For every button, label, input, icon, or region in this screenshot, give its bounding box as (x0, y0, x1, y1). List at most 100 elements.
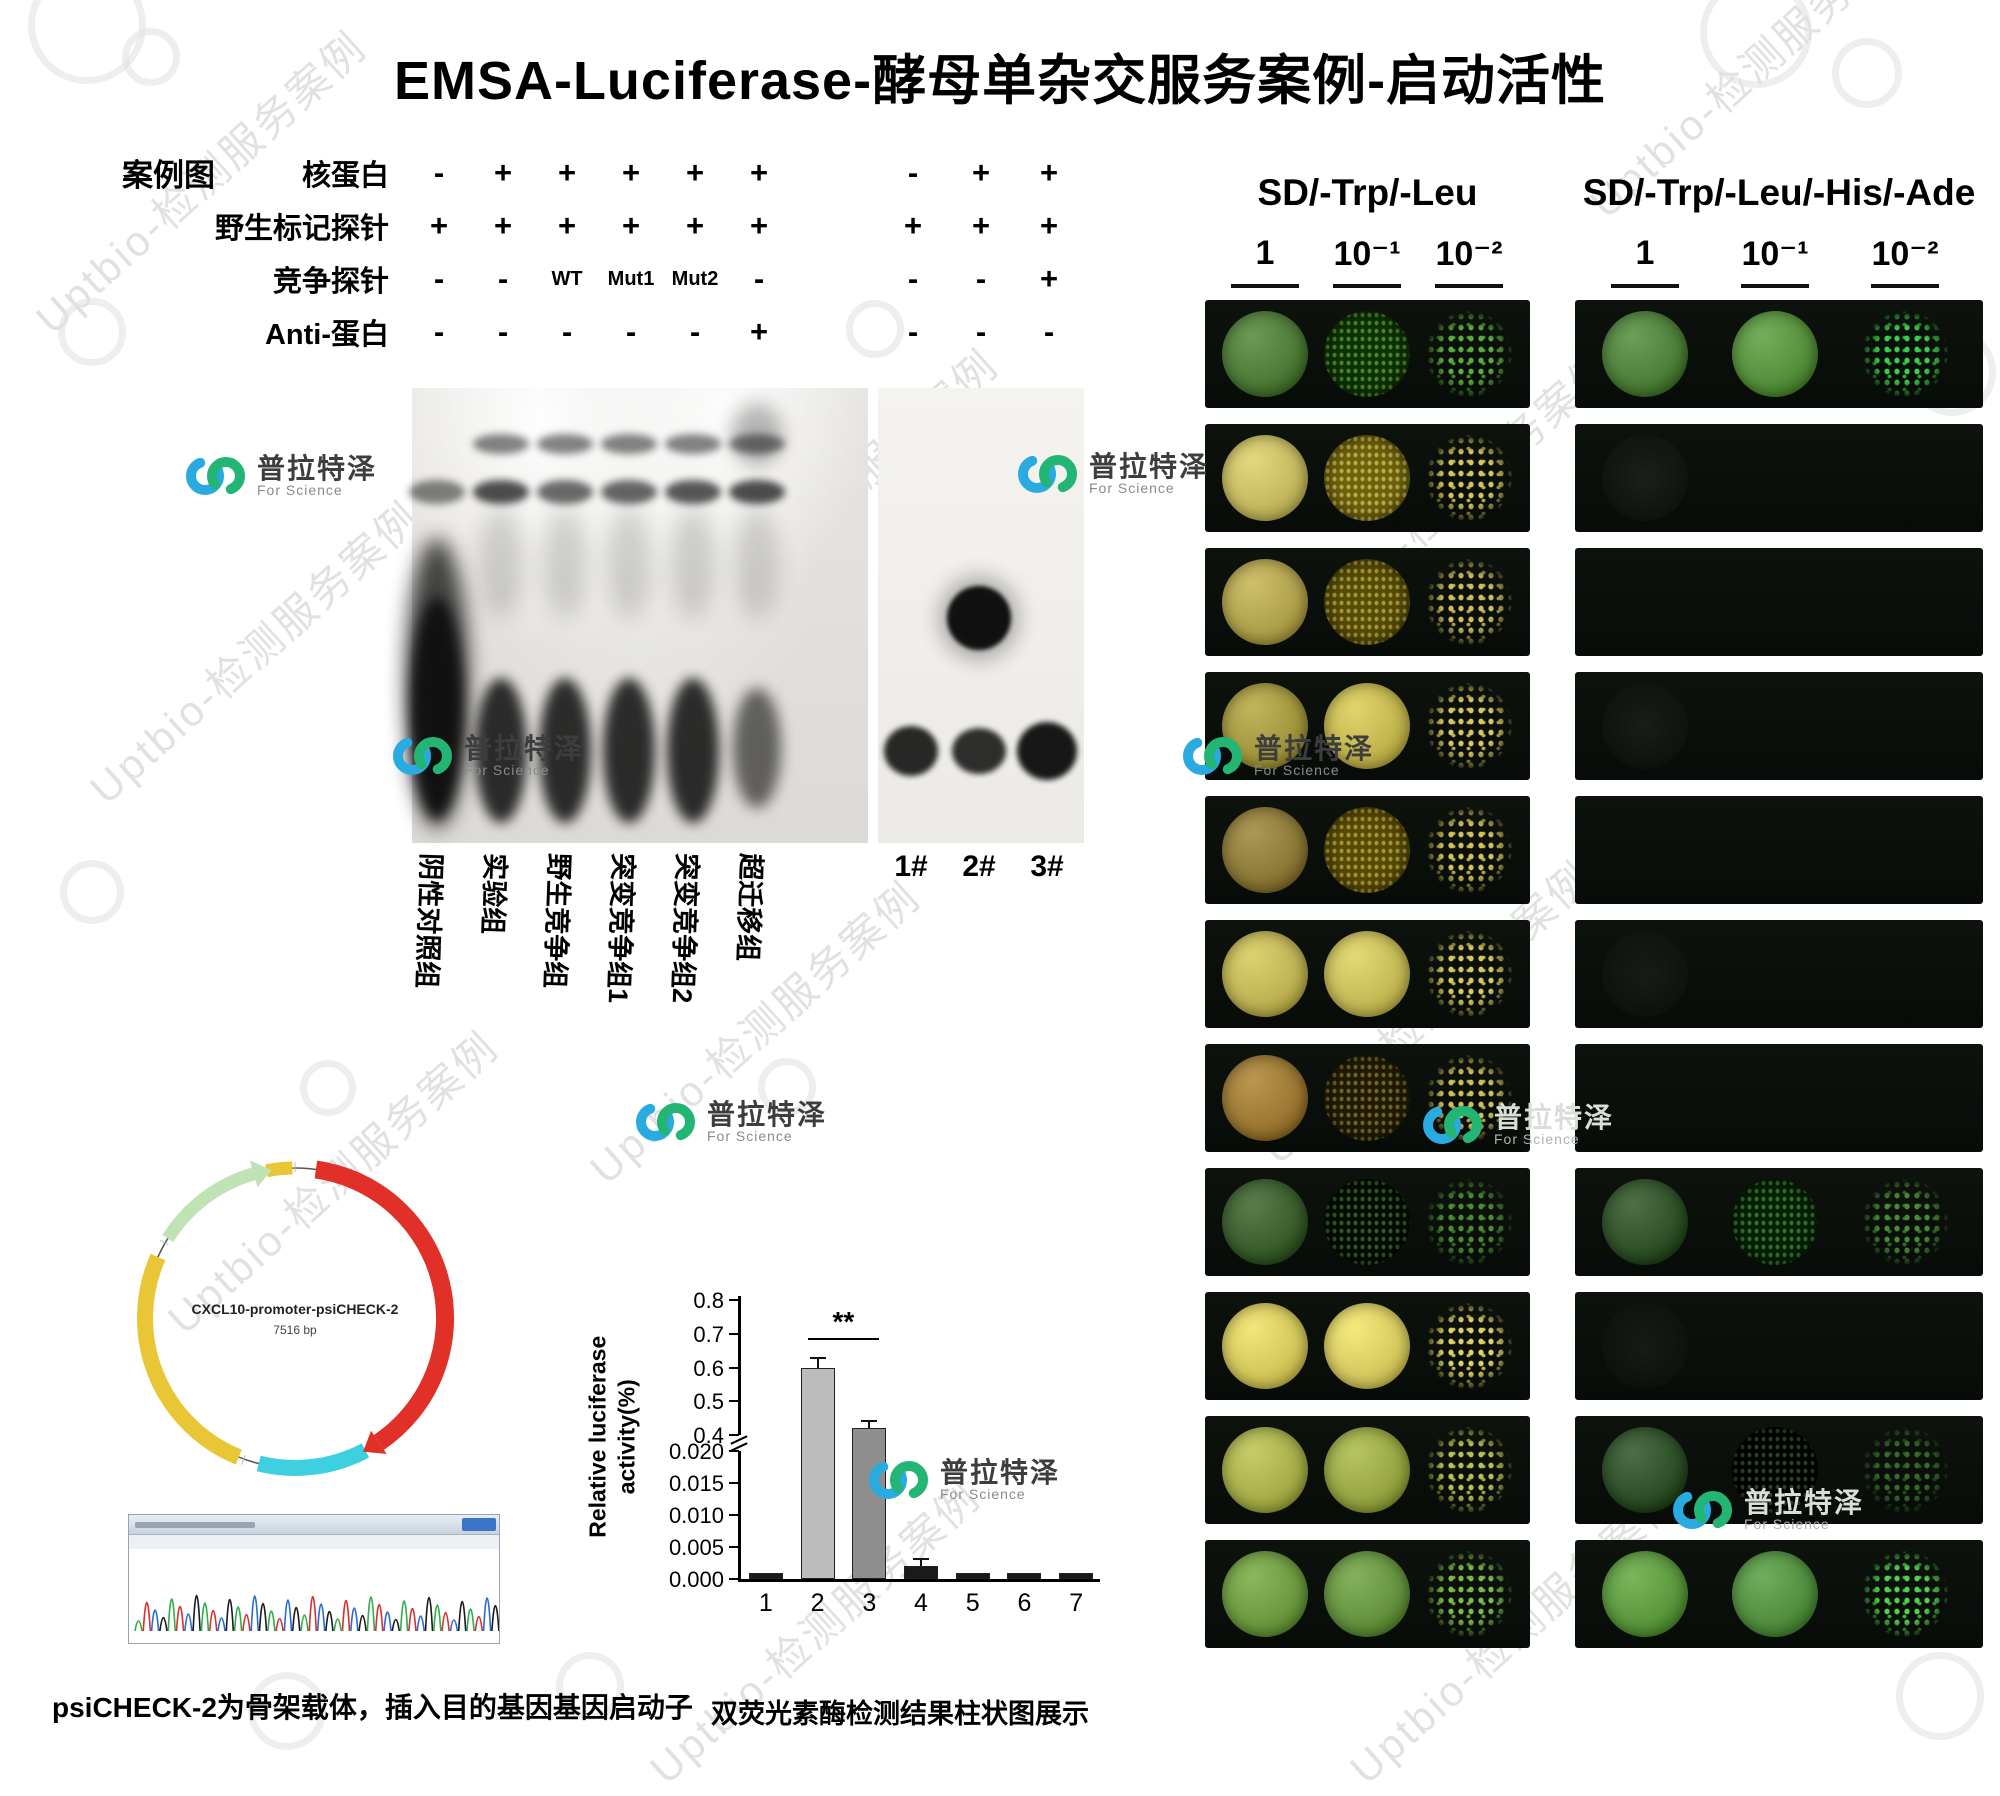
emsa-condition-value: - (433, 155, 445, 190)
watermark-ring (122, 28, 180, 86)
chromatogram-traces (129, 1535, 500, 1632)
chart-bar (1007, 1572, 1042, 1579)
yeast-spot (1324, 559, 1410, 645)
chromatogram-button (462, 1518, 496, 1531)
emsa-condition-value: + (1039, 208, 1059, 243)
emsa-condition-value: + (685, 155, 705, 190)
significance-line (807, 1338, 880, 1340)
dilution-label: 10⁻¹ (1333, 235, 1401, 273)
y-tick-label: 0.020 (668, 1439, 724, 1464)
pulateze-logo-icon (869, 1461, 928, 1499)
chart-bar (1059, 1572, 1094, 1579)
yeast-spot (1222, 931, 1308, 1017)
emsa-condition-value: - (907, 261, 919, 296)
emsa-condition-value: - (497, 314, 509, 349)
chromatogram-title-placeholder (135, 1522, 255, 1528)
yeast-panel-nonselective (1205, 1168, 1530, 1276)
chromatogram-peak (233, 1606, 243, 1632)
yeast-spot (1222, 311, 1308, 397)
yeast-spot (1324, 435, 1410, 521)
pulateze-logo: 普拉特泽 For Science (866, 1456, 1060, 1504)
plasmid-tick (159, 1239, 169, 1246)
yeast-spot (1426, 311, 1512, 397)
yeast-spot (1732, 311, 1818, 397)
emsa-condition-value: Mut1 (607, 267, 655, 290)
gel-lane-label: 实验组 (477, 852, 511, 935)
gel-band (409, 480, 465, 504)
emsa-condition-value: - (625, 314, 637, 349)
gel-lane-label: 突变竞争组2 (666, 852, 703, 1004)
gel-band (603, 678, 655, 823)
yeast-spot (1324, 1303, 1410, 1389)
emsa-condition-value: + (557, 208, 577, 243)
gel-band (601, 480, 657, 504)
chart-bar (955, 1572, 990, 1579)
emsa-condition-value: - (907, 155, 919, 190)
gel-band (411, 598, 463, 818)
pulateze-logo: 普拉特泽 For Science (1420, 1101, 1614, 1149)
yeast-spot (1222, 559, 1308, 645)
dilution-underline (1871, 284, 1939, 288)
yeast-spot (1222, 1303, 1308, 1389)
emsa-condition-value: WT (551, 267, 583, 290)
dilution-label: 1 (1635, 234, 1655, 272)
yeast-spot (1426, 683, 1512, 769)
emsa-gel-image-left (405, 388, 868, 843)
emsa-condition-value: + (971, 155, 991, 190)
yeast-spot (1324, 1179, 1410, 1265)
y-tick-label: 0.4 (693, 1423, 724, 1448)
chromatogram-peak (242, 1613, 251, 1632)
chromatogram-peak (192, 1594, 201, 1632)
watermark-ring (556, 1652, 624, 1720)
emsa-condition-value: + (1039, 155, 1059, 190)
emsa-condition-value: + (1039, 261, 1059, 296)
plasmid-size-label: 7516 bp (273, 1323, 317, 1337)
emsa-condition-value: - (1043, 314, 1055, 349)
error-bar-line (868, 1421, 871, 1429)
emsa-condition-value: + (749, 314, 769, 349)
gel-band (733, 688, 781, 808)
chromatogram-peak (457, 1600, 467, 1632)
gel-lane-label: 超迁移组 (732, 852, 767, 962)
emsa-condition-value: - (975, 261, 987, 296)
logo-subtitle: For Science (1089, 480, 1175, 497)
yeast-panel-nonselective (1205, 1540, 1530, 1648)
pulateze-logo-icon (393, 737, 452, 775)
logo-name: 普拉特泽 (1089, 450, 1210, 482)
emsa-condition-label: 野生标记探针 (214, 213, 389, 245)
yeast-spot (1426, 435, 1512, 521)
y-tick-label: 0.6 (693, 1355, 724, 1381)
chromatogram-peak (441, 1611, 450, 1632)
watermark-ring (846, 300, 904, 358)
logo-name: 普拉特泽 (940, 1456, 1061, 1488)
yeast-panel-selective (1575, 796, 1983, 904)
yeast-panel-selective (1575, 300, 1983, 408)
emsa-condition-value: + (493, 208, 513, 243)
chromatogram-peak (408, 1607, 417, 1632)
y-tick (729, 1366, 739, 1369)
logo-subtitle: For Science (257, 482, 343, 499)
dilution-underline (1231, 284, 1299, 288)
emsa-condition-value: - (433, 314, 445, 349)
emsa-condition-value: + (685, 208, 705, 243)
y-tick (729, 1400, 739, 1403)
chart-bar (748, 1572, 783, 1579)
dilution-underline (1435, 284, 1503, 288)
chromatogram-peak (416, 1615, 425, 1632)
yeast-panel-selective (1575, 424, 1983, 532)
plasmid-caption: psiCHECK-2为骨架载体，插入目的基因基因启动子 (52, 1692, 693, 1723)
yeast-spot (1732, 1551, 1818, 1637)
emsa-condition-value: + (557, 155, 577, 190)
yeast-spot (1222, 435, 1308, 521)
logo-subtitle: For Science (464, 762, 550, 779)
x-tick-label: 7 (1069, 1589, 1084, 1617)
gel-band (665, 480, 721, 504)
chart-caption: 双荧光素酶检测结果柱状图展示 (711, 1699, 1089, 1729)
watermark-ring (1700, 0, 1812, 88)
yeast-spot (1426, 1303, 1512, 1389)
yeast-panel-nonselective (1205, 1044, 1530, 1152)
watermark-ring (758, 1058, 816, 1116)
gel-band (607, 508, 651, 618)
yeast-panel-nonselective (1205, 1292, 1530, 1400)
gel-band (479, 508, 523, 618)
